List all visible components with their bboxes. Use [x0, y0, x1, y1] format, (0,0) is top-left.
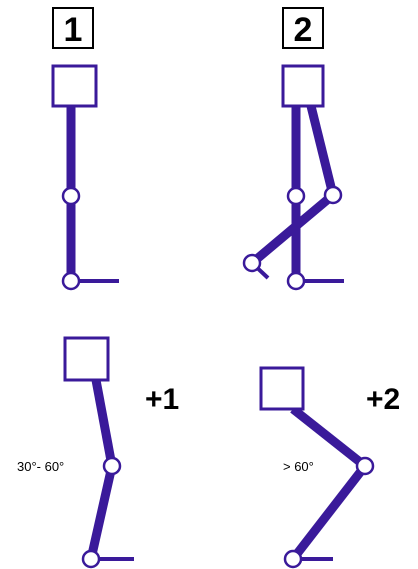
ankle-joint: [61, 271, 81, 291]
panel-4: > 60° +2: [259, 366, 400, 569]
shin-segment: [86, 465, 117, 560]
label-1: 1: [64, 11, 83, 49]
label-2: 2: [294, 11, 313, 49]
hip-box: [63, 336, 110, 382]
angle-label: 30°- 60°: [17, 459, 64, 474]
back-thigh-segment: [306, 104, 338, 197]
front-knee-joint: [286, 186, 306, 206]
label-box-1: [52, 7, 94, 49]
back-knee-joint: [323, 185, 343, 205]
panel-1: 1: [51, 7, 119, 291]
panel-3: 30°- 60° +1: [17, 336, 179, 569]
hip-box: [259, 366, 305, 411]
label-box-2: [282, 7, 324, 49]
hip-box: [51, 64, 98, 108]
panel-2: 2: [242, 7, 344, 291]
ankle-joint: [81, 549, 101, 569]
knee-joint: [61, 186, 81, 206]
front-ankle-joint: [286, 271, 306, 291]
knee-joint: [355, 456, 375, 476]
thigh-segment: [290, 405, 368, 470]
thigh-segment: [91, 379, 117, 467]
angle-label: > 60°: [283, 459, 314, 474]
back-ankle-joint: [242, 253, 262, 273]
ankle-joint: [283, 549, 303, 569]
score-label: +1: [145, 383, 179, 416]
hip-box: [281, 64, 325, 108]
score-label: +2: [366, 383, 400, 416]
shin-segment: [289, 463, 369, 562]
knee-joint: [102, 456, 122, 476]
